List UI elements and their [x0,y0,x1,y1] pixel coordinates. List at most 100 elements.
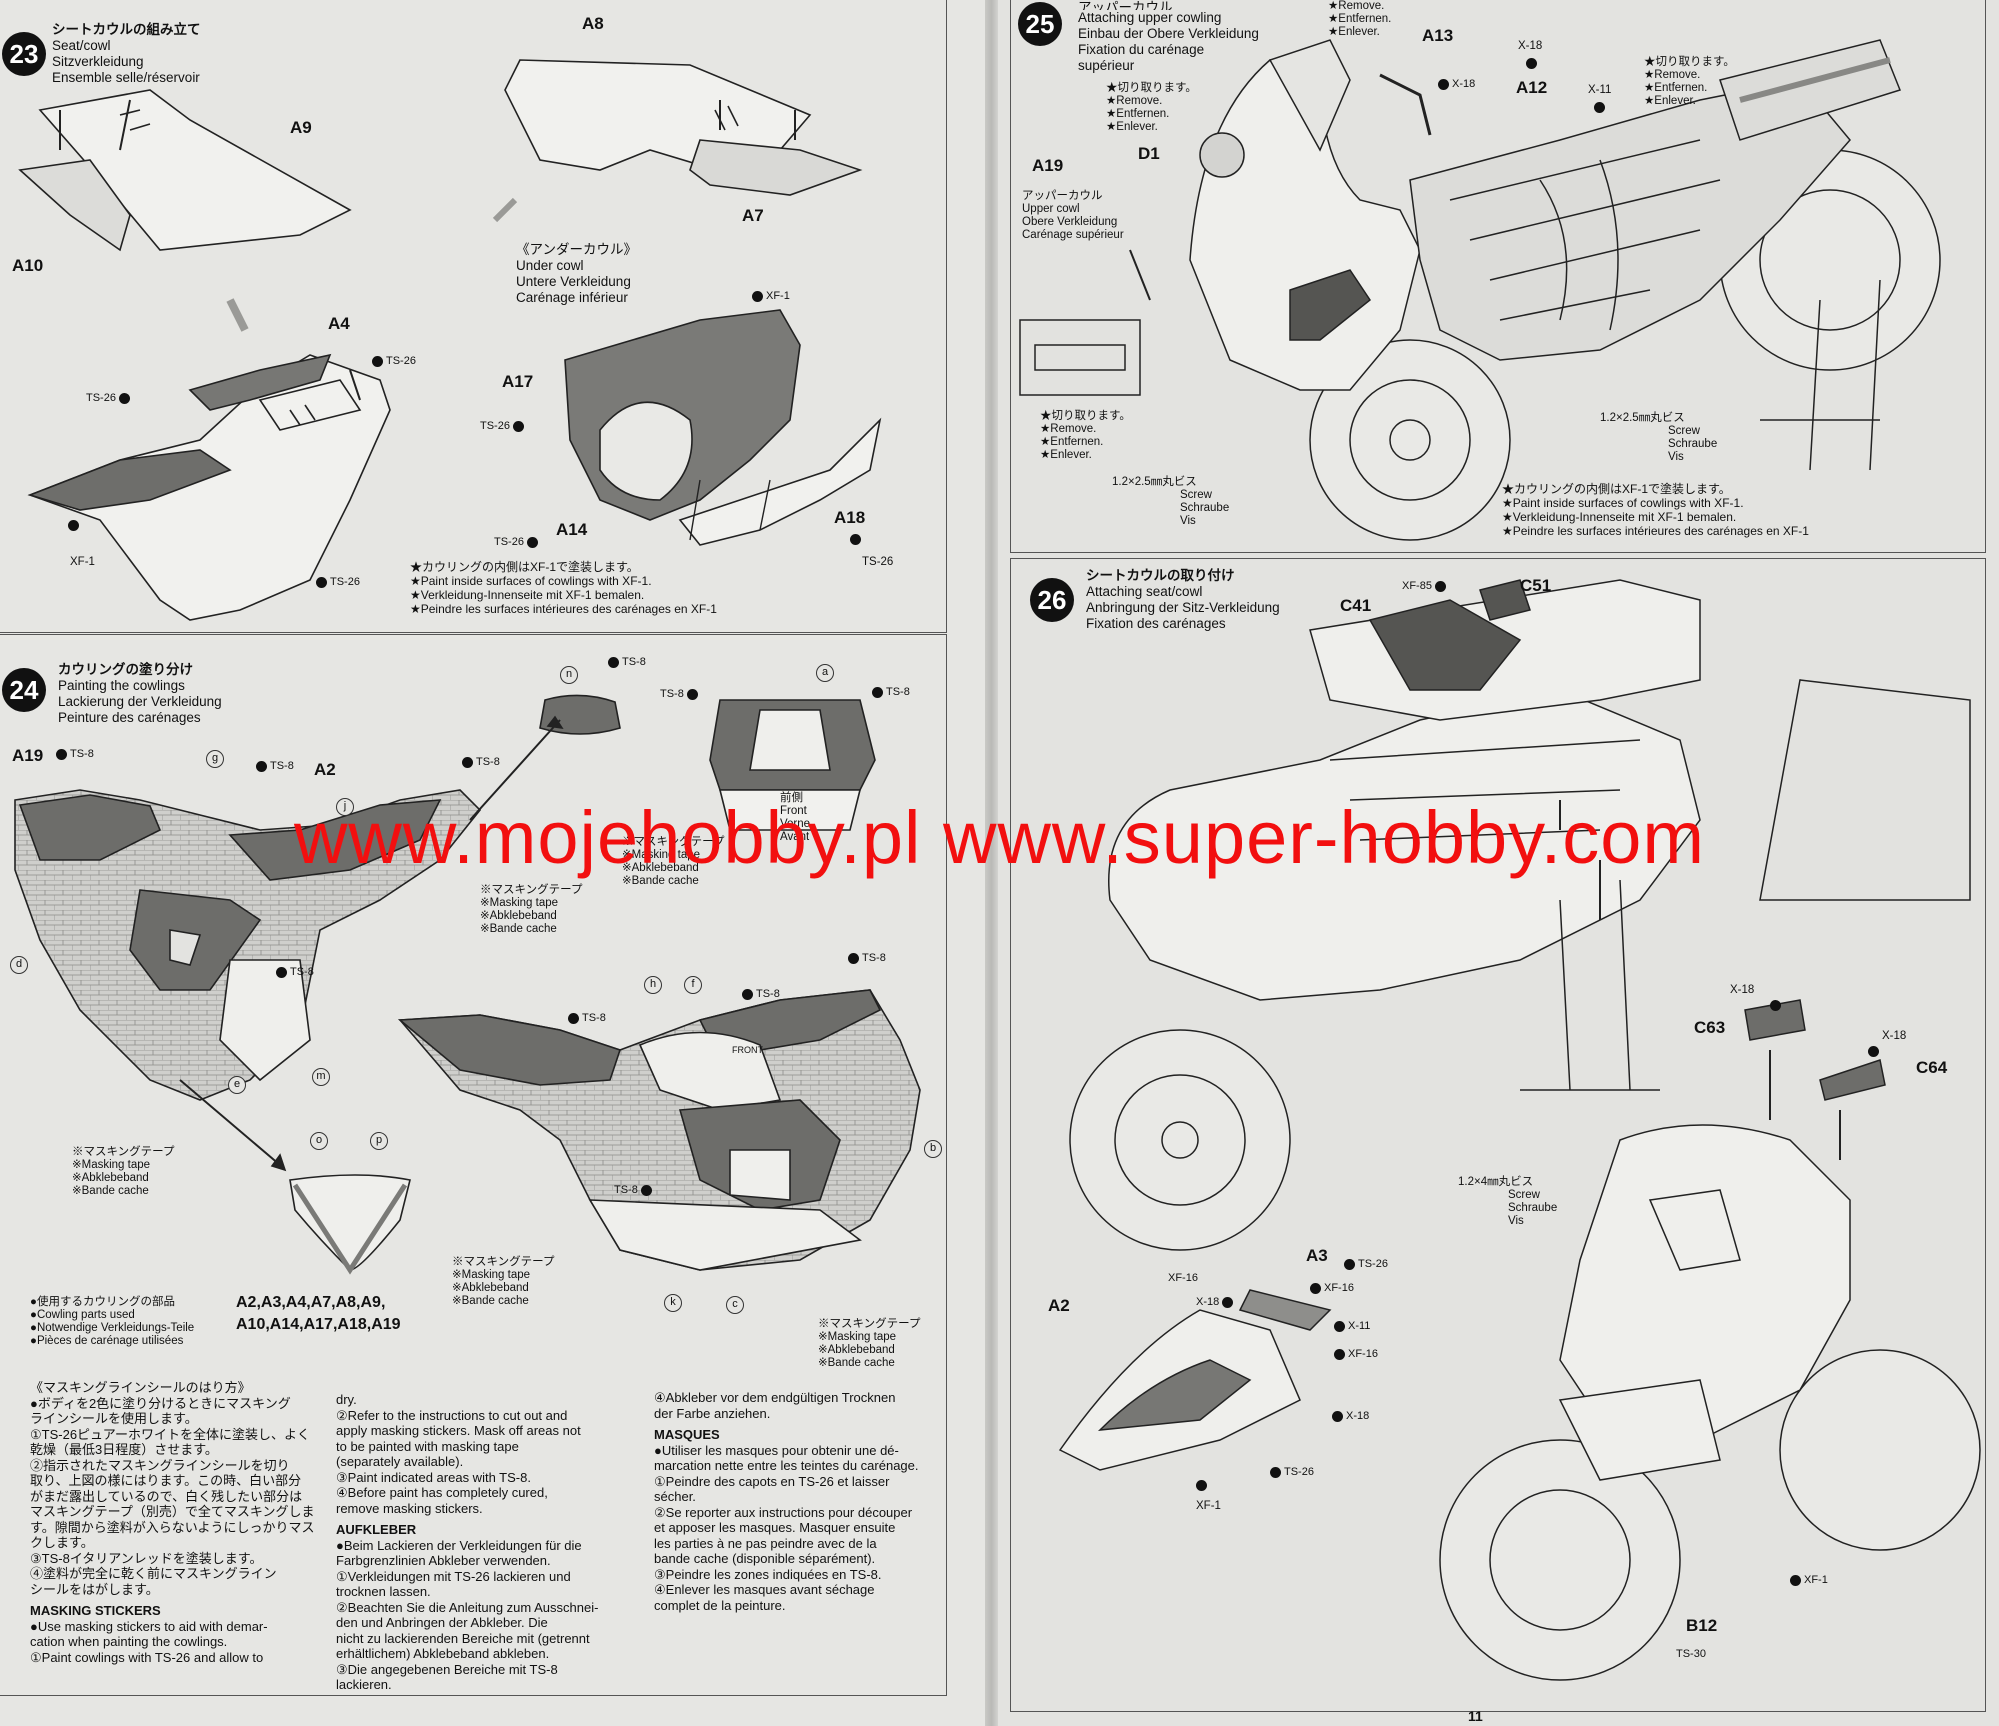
step23-paint-6: TS-26 [480,420,524,432]
step25-diagram [1019,39,1941,541]
step26-title-en: Attaching seat/cowl [1086,584,1203,599]
step25-remove-right: ★切り取ります。 ★Remove. ★Entfernen. ★Enlever. [1644,56,1735,107]
callout-f: f [684,976,702,994]
step26-paint-4: TS-26 [1344,1258,1388,1270]
step23-paint-3 [68,520,79,531]
step26-paint-2 [1770,1000,1781,1011]
step25-remove-left: ★切り取ります。 ★Remove. ★Entfernen. ★Enlever. [1106,82,1197,133]
paint-dot-icon [256,760,267,772]
step24-masking-2: ※マスキングテープ ※Masking tape ※Abklebeband ※Ba… [480,884,583,935]
paint-dot-icon [526,536,538,548]
step26-part-c63: C63 [1694,1018,1726,1037]
paint-dot-icon [1222,1296,1234,1308]
step24-diagram [14,694,921,1275]
paint-dot-icon [848,952,859,964]
step23-number: 23 [2,32,46,76]
step24-ts8-11: TS-8 [614,1184,652,1196]
paint-dot-icon [372,355,383,367]
step24-number: 24 [2,668,46,712]
step25-panel [1010,0,1986,553]
callout-g: g [206,750,224,768]
callout-j: j [336,798,354,816]
paint-dot-icon [1526,58,1537,69]
step26-part-a3: A3 [1306,1246,1328,1265]
step25-title-fr1: Fixation du carénage [1078,42,1205,57]
step23-title-fr: Ensemble selle/réservoir [52,70,200,85]
step25-number: 25 [1018,2,1062,46]
callout-p: p [370,1132,388,1150]
step26-paint-3 [1868,1046,1879,1057]
step24-ts8-9: TS-8 [742,988,780,1000]
step24-masking-1: ※マスキングテープ ※Masking tape ※Abklebeband ※Ba… [622,836,725,887]
step24-part-a2: A2 [314,760,336,779]
step25-remove-inset: ★切り取ります。 ★Remove. ★Entfernen. ★Enlever. [1040,410,1131,461]
step24-masking-3: ※マスキングテープ ※Masking tape ※Abklebeband ※Ba… [72,1146,175,1197]
step26-paint-7: XF-16 [1310,1282,1354,1294]
step23-paint-8 [850,534,861,545]
paint-dot-icon [1868,1046,1879,1057]
step23-paint-2: TS-26 [86,392,130,404]
step23-paint-7: TS-26 [494,536,538,548]
step26-paint-10: X-18 [1332,1410,1369,1422]
step26-title-fr: Fixation des carénages [1086,616,1226,631]
step26-paint-13: XF-1 [1790,1574,1828,1586]
paint-dot-icon [608,656,619,668]
step24-used-list-1: A2,A3,A4,A7,A8,A9, [236,1294,386,1311]
step23-paint-1: TS-26 [372,355,416,367]
step26-paint-12 [1196,1480,1207,1491]
paint-dot-icon [872,686,883,698]
step23-part-a10: A10 [12,256,44,275]
step24-ts8-5: TS-8 [660,688,698,700]
watermark-left: www.mojehobby.pl [293,796,922,879]
callout-a: a [816,664,834,682]
step26-screw: 1.2×4㎜丸ビス Screw Schraube Vis [1458,1176,1558,1227]
step23-part-a17: A17 [502,372,534,391]
paint-dot-icon [1344,1258,1355,1270]
step25-title-de: Einbau der Obere Verkleidung [1078,26,1259,41]
step24-panel [0,634,947,1696]
step23-title-en: Seat/cowl [52,38,111,53]
step25-screw-2: 1.2×2.5㎜丸ビス Screw Schraube Vis [1112,476,1230,527]
step25-title-en: Attaching upper cowling [1078,10,1222,25]
step25-part-d1: D1 [1138,144,1160,163]
step26-part-c41: C41 [1340,596,1372,615]
step23-paint-8-label: TS-26 [862,556,894,568]
watermark-right: www.super-hobby.com [943,796,1706,879]
step26-title-de: Anbringung der Sitz-Verkleidung [1086,600,1280,615]
step25-part-a19: A19 [1032,156,1064,175]
paint-dot-icon [1310,1282,1321,1294]
step23-part-a14: A14 [556,520,588,539]
step23-title: シートカウルの組み立て Seat/cowl Sitzverkleidung En… [52,22,201,86]
step24-title-fr: Peinture des carénages [58,710,201,725]
undercowl-fr: Carénage inférieur [516,290,628,305]
step26-title: シートカウルの取り付け Attaching seat/cowl Anbringu… [1086,568,1280,632]
step23-paint-3-label: XF-1 [70,556,95,568]
paint-dot-icon [1332,1410,1343,1422]
step25-screw-1: 1.2×2.5㎜丸ビス Screw Schraube Vis [1600,412,1718,463]
step25-notes: ★カウリングの内側はXF-1で塗装します。 ★Paint inside surf… [1502,482,1809,538]
step26-paint-12-label: XF-1 [1196,1500,1221,1512]
step26-paint-6: X-18 [1196,1296,1234,1308]
step25-paint-2 [1526,58,1537,69]
step24-title-de: Lackierung der Verkleidung [58,694,222,709]
paint-dot-icon [1270,1466,1281,1478]
callout-e: e [228,1076,246,1094]
step23-part-a9: A9 [290,118,312,137]
callout-c: c [726,1296,744,1314]
step24-masking-4: ※マスキングテープ ※Masking tape ※Abklebeband ※Ba… [452,1256,555,1307]
step26-paint-8: X-11 [1334,1320,1370,1332]
callout-k: k [664,1294,682,1312]
paint-dot-icon [68,520,79,531]
step25-title: アッパーカウル Attaching upper cowling Einbau d… [1078,0,1259,74]
step26-part-c51: C51 [1520,576,1552,595]
step26-panel [1010,558,1986,1712]
paint-dot-icon [568,1012,579,1024]
step25-upper-cowl: アッパーカウル Upper cowl Obere Verkleidung Car… [1022,190,1124,241]
callout-n: n [560,666,578,684]
page-number: 11 [1468,1708,1483,1724]
step24-used-list-2: A10,A14,A17,A18,A19 [236,1316,401,1333]
step25-part-a12: A12 [1516,78,1548,97]
step24-masking-5: ※マスキングテープ ※Masking tape ※Abklebeband ※Ba… [818,1318,921,1369]
step24-used-parts: ●使用するカウリングの部品 ●Cowling parts used ●Notwe… [30,1296,195,1347]
step23-part-a18: A18 [834,508,866,527]
